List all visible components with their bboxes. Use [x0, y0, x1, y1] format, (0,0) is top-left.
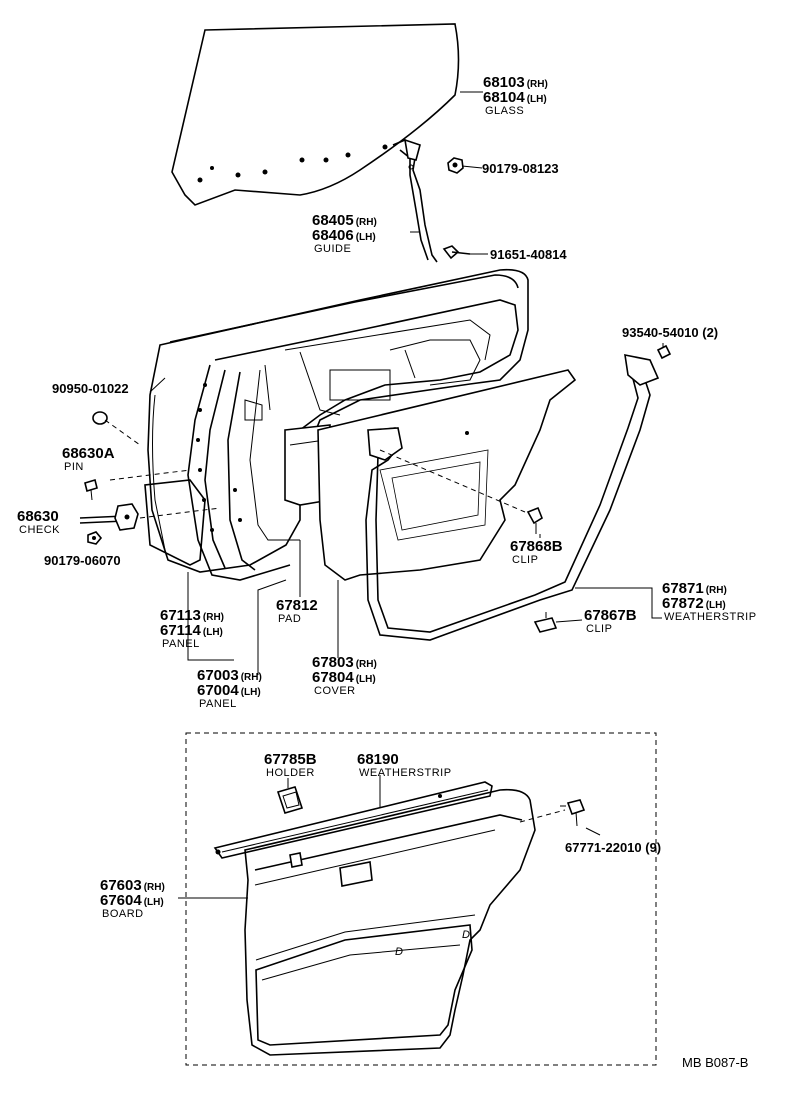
- svg-text:WEATHERSTRIP: WEATHERSTRIP: [359, 767, 452, 779]
- plug-icon: [92, 411, 108, 425]
- svg-text:67803(RH): 67803(RH): [312, 654, 377, 671]
- pin-icon: [84, 478, 98, 501]
- service-hole-cover: [317, 369, 577, 581]
- label-weatherstrip-belt: 68190 WEATHERSTRIP: [357, 751, 452, 779]
- label-clip-cover: 67868B CLIP: [510, 538, 563, 566]
- svg-text:68630A: 68630A: [62, 445, 115, 462]
- svg-text:67114(LH): 67114(LH): [160, 622, 223, 639]
- label-nut-top: 90179-08123: [482, 161, 559, 176]
- svg-text:67003(RH): 67003(RH): [197, 667, 262, 684]
- svg-text:67872(LH): 67872(LH): [662, 595, 726, 612]
- door-check-icon: [79, 503, 139, 531]
- label-holder: 67785B HOLDER: [264, 751, 317, 779]
- svg-text:CLIP: CLIP: [512, 554, 538, 566]
- label-glass: 68103(RH) 68104(LH) GLASS: [483, 74, 548, 117]
- svg-text:68406(LH): 68406(LH): [312, 227, 376, 244]
- holder-icon: [276, 786, 304, 814]
- svg-text:CLIP: CLIP: [586, 623, 612, 635]
- door-outer-panel: [144, 268, 529, 573]
- svg-text:68630: 68630: [17, 508, 59, 525]
- svg-text:68405(RH): 68405(RH): [312, 212, 377, 229]
- svg-text:PANEL: PANEL: [162, 638, 200, 650]
- svg-text:67868B: 67868B: [510, 538, 563, 555]
- label-panel-outer: 67003(RH) 67004(LH) PANEL: [197, 667, 262, 710]
- clip-icon: [656, 344, 672, 360]
- label-panel-inner: 67113(RH) 67114(LH) PANEL: [160, 607, 224, 650]
- svg-text:67604(LH): 67604(LH): [100, 892, 164, 909]
- svg-text:WEATHERSTRIP: WEATHERSTRIP: [664, 611, 757, 623]
- clip-icon: [526, 506, 543, 534]
- svg-text:GUIDE: GUIDE: [314, 243, 351, 255]
- svg-text:COVER: COVER: [314, 685, 356, 697]
- svg-text:67113(RH): 67113(RH): [160, 607, 224, 624]
- svg-text:68190: 68190: [357, 751, 399, 768]
- bolt-icon: [442, 245, 471, 260]
- svg-text:67812: 67812: [276, 597, 318, 614]
- door-inner-frame: [187, 299, 519, 581]
- svg-text:HOLDER: HOLDER: [266, 767, 315, 779]
- svg-text:67804(LH): 67804(LH): [312, 669, 376, 686]
- label-bolt-guide: 91651-40814: [490, 247, 567, 262]
- label-pad: 67812 PAD: [276, 597, 318, 625]
- svg-text:BOARD: BOARD: [102, 908, 144, 920]
- svg-text:68103(RH): 68103(RH): [483, 74, 548, 91]
- svg-text:67867B: 67867B: [584, 607, 637, 624]
- label-board: 67603(RH) 67604(LH) BOARD: [100, 877, 165, 920]
- leader-lines: [149, 91, 664, 899]
- door-trim-board: D D: [244, 788, 536, 1056]
- label-guide: 68405(RH) 68406(LH) GUIDE: [312, 212, 377, 255]
- clip-icon: [533, 612, 558, 633]
- svg-text:PIN: PIN: [64, 461, 84, 473]
- svg-text:CHECK: CHECK: [19, 524, 60, 536]
- svg-text:PANEL: PANEL: [199, 698, 237, 710]
- svg-text:D: D: [395, 946, 403, 958]
- svg-text:68104(LH): 68104(LH): [483, 89, 547, 106]
- svg-text:D: D: [462, 929, 470, 941]
- trim-board-group-box: [185, 732, 657, 1066]
- svg-text:67871(RH): 67871(RH): [662, 580, 727, 597]
- belt-weatherstrip: [213, 781, 493, 859]
- diagram-code: MB B087-B: [682, 1055, 748, 1070]
- label-weatherstrip: 67871(RH) 67872(LH) WEATHERSTRIP: [662, 580, 757, 623]
- svg-text:67004(LH): 67004(LH): [197, 682, 261, 699]
- svg-text:PAD: PAD: [278, 613, 301, 625]
- door-weatherstrip: [365, 353, 660, 641]
- label-clip-ws: 93540-54010 (2): [622, 325, 718, 340]
- nut-icon: [87, 531, 103, 545]
- svg-text:67603(RH): 67603(RH): [100, 877, 165, 894]
- label-check: 68630 CHECK: [17, 508, 60, 536]
- label-nut-check: 90179-06070: [44, 553, 121, 568]
- clip-icon: [560, 799, 586, 827]
- svg-text:67785B: 67785B: [264, 751, 317, 768]
- svg-text:GLASS: GLASS: [485, 105, 524, 117]
- label-pin: 68630A PIN: [62, 445, 115, 473]
- nut-icon: [447, 157, 464, 174]
- label-clip-ws2: 67867B CLIP: [584, 607, 637, 635]
- label-cover: 67803(RH) 67804(LH) COVER: [312, 654, 377, 697]
- label-plug: 90950-01022: [52, 381, 129, 396]
- label-clip-board: 67771-22010 (9): [565, 840, 661, 855]
- window-guide: [392, 138, 438, 263]
